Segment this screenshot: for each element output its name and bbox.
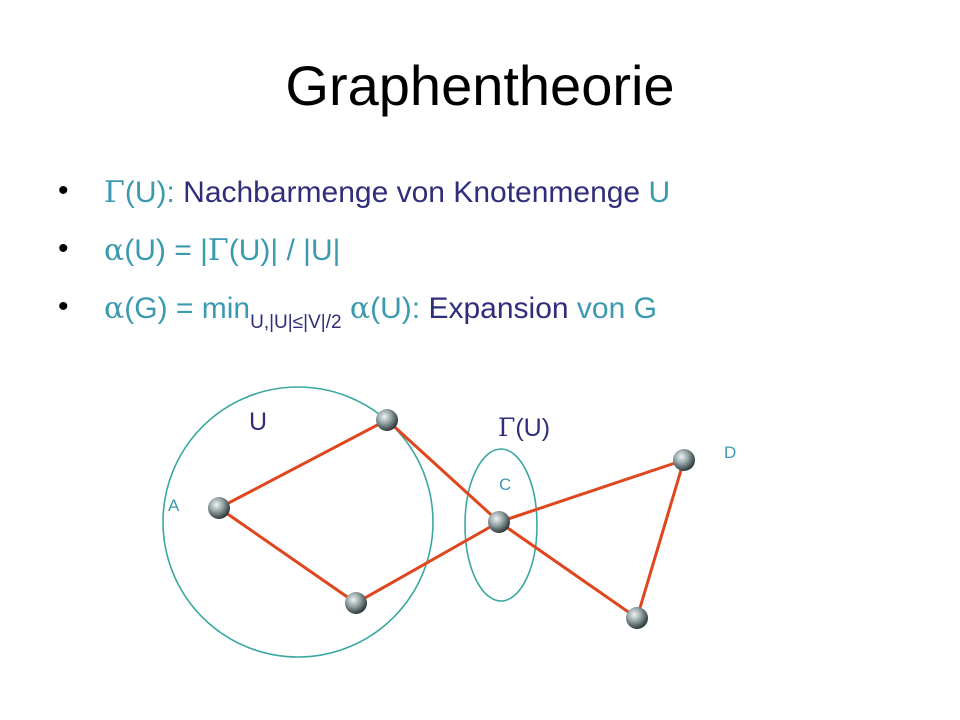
bullet-head: (U) = | <box>124 234 208 267</box>
bullet-dot: • <box>58 290 69 323</box>
bullet-mid: von <box>576 292 634 325</box>
node-right-bottom <box>626 607 648 629</box>
min-subscript: U,|U|≤|V|/2 <box>250 312 342 333</box>
node-top <box>376 409 398 431</box>
node-c <box>488 511 510 533</box>
alpha-symbol: α <box>104 233 125 268</box>
gamma-symbol: Γ <box>207 233 229 268</box>
bullet-var: U <box>648 176 671 209</box>
bullet-head: (U): <box>124 176 175 209</box>
gamma-symbol: Γ <box>104 175 125 210</box>
bullet-head: (G) = min <box>124 292 251 325</box>
edge-d-right-bottom <box>635 459 686 619</box>
set-u-label: U <box>249 408 268 436</box>
node-d <box>673 449 695 471</box>
neighbor-set-outline <box>464 448 538 602</box>
neighbor-set-label-rest: (U) <box>515 414 551 442</box>
bullet-expansion: • α(G) = minU,|U|≤|V|/2 α(U): Expansion … <box>58 290 670 333</box>
set-u-outline <box>162 386 434 658</box>
bullet-list: • Γ(U): Nachbarmenge von Knotenmenge U •… <box>58 174 671 352</box>
node-c-label: C <box>499 475 512 494</box>
edge-a-top <box>218 418 388 510</box>
edge-c-d <box>498 458 685 524</box>
bullet-text: Expansion <box>420 292 577 325</box>
bullet-text: Nachbarmenge von Knotenmenge <box>174 176 649 209</box>
node-bottom <box>345 592 367 614</box>
bullet-neighbor-set: • Γ(U): Nachbarmenge von Knotenmenge U <box>58 174 671 210</box>
gamma-symbol: Γ <box>498 413 516 442</box>
bullet-tail: (U)| / |U| <box>228 234 341 267</box>
bullet-tail: (U): <box>370 292 421 325</box>
node-a <box>208 497 230 519</box>
edge-top-c <box>385 418 501 524</box>
bullet-var: G <box>633 292 657 325</box>
alpha-symbol: α <box>104 291 125 326</box>
bullet-dot: • <box>58 174 69 207</box>
edge-c-right-bottom <box>498 520 638 620</box>
node-a-label: A <box>168 496 180 515</box>
bullet-alpha-u: • α(U) = |Γ(U)| / |U| <box>58 232 670 268</box>
alpha-symbol: α <box>349 291 371 326</box>
slide-title: Graphentheorie <box>285 54 675 117</box>
neighbor-set-label: Γ(U) <box>498 415 550 441</box>
bullet-dot: • <box>58 232 69 265</box>
node-d-label: D <box>724 443 737 462</box>
edge-a-bottom <box>218 506 357 605</box>
edge-bottom-c <box>355 520 500 605</box>
